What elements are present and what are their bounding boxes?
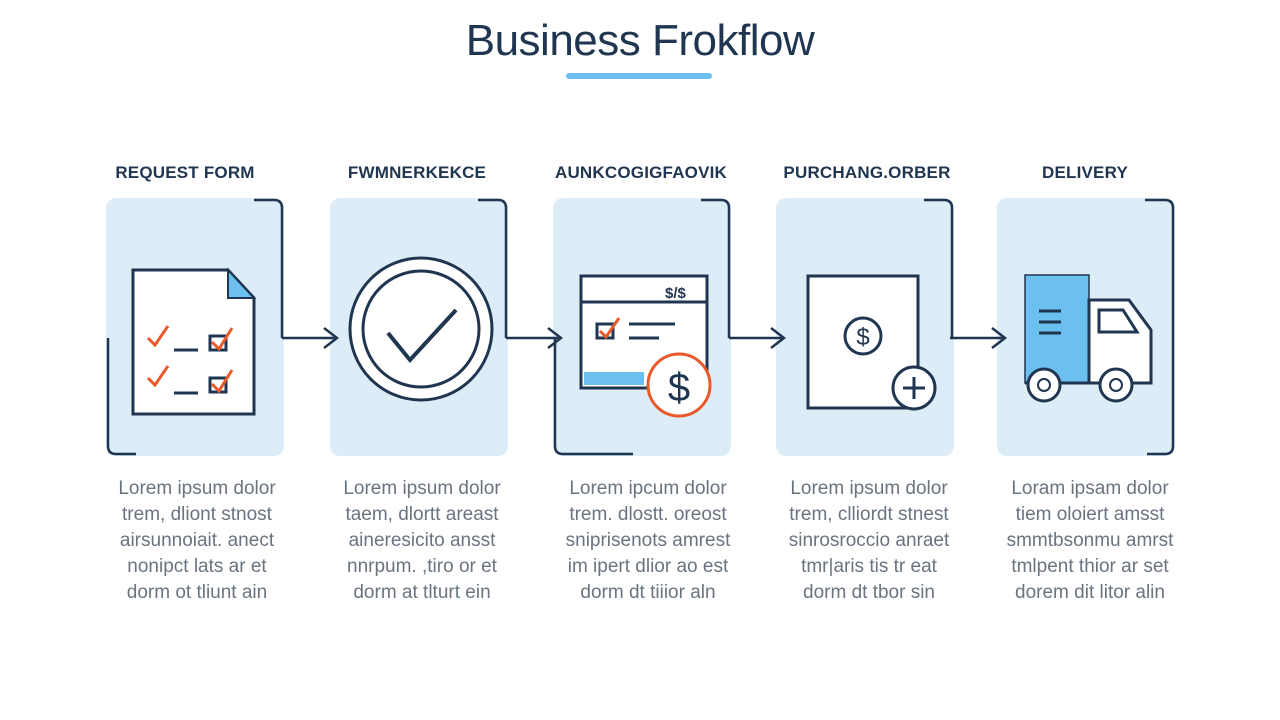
step-label-review: FWMNERKEKCE — [347, 163, 487, 182]
step-label-approval: AUNKCOGIGFAOVIK — [554, 163, 728, 182]
svg-text:$/$: $/$ — [665, 285, 687, 302]
step-description-delivery: Loram ipsam dolor tiem oloiert amsst smm… — [995, 476, 1185, 606]
svg-text:$: $ — [668, 366, 690, 410]
description-line: trem, dliont stnost — [122, 504, 272, 525]
step-card-delivery — [997, 198, 1175, 456]
page-title: Business Frokflow — [465, 16, 815, 65]
step-description-approval: Lorem ipcum dolor trem. dlostt. oreost s… — [553, 476, 743, 606]
step-card-purchase-order: $ — [776, 198, 954, 456]
description-line: sinrosroccio anraet — [788, 530, 950, 551]
description-line: Lorem ipsum dolor — [790, 478, 948, 499]
check-circle-icon — [348, 256, 494, 402]
description-line: dorm dt tiiior aln — [580, 582, 716, 603]
description-line: airsunnoiait. anect — [119, 530, 275, 551]
svg-text:$: $ — [856, 324, 869, 351]
description-line: im ipert dlior ao est — [567, 556, 729, 577]
description-line: tmlpent thior ar set — [1011, 556, 1169, 577]
delivery-truck-icon — [1024, 274, 1153, 403]
step-description-purchase-order: Lorem ipsum dolor trem, clliordt stnest … — [774, 476, 964, 606]
purchase-order-add-icon: $ — [806, 274, 937, 411]
description-line: dorm ot tliunt ain — [126, 582, 268, 603]
description-line: Lorem ipsum dolor — [118, 478, 276, 499]
description-line: nnrpum. ,tiro or et — [347, 556, 497, 577]
description-line: aineresicito ansst — [348, 530, 496, 551]
checklist-document-icon — [131, 267, 257, 416]
invoice-dollar-icon: $/$ $ — [579, 274, 712, 418]
description-line: nonipct lats ar et — [127, 556, 267, 577]
description-line: trem. dlostt. oreost — [569, 504, 727, 525]
description-line: sniprisenots amrest — [565, 530, 731, 551]
step-description-request-form: Lorem ipsum dolor trem, dliont stnost ai… — [102, 476, 292, 606]
step-label-request-form: REQUEST FORM — [115, 163, 255, 182]
description-line: trem, clliordt stnest — [789, 504, 949, 525]
description-line: smmtbsonmu amrst — [1006, 530, 1174, 551]
title-underline — [566, 73, 712, 79]
step-description-review: Lorem ipsum dolor taem, dlortt areast ai… — [327, 476, 517, 606]
flow-arrow-4 — [950, 327, 1008, 349]
flow-arrow-2 — [506, 327, 564, 349]
description-line: tmr|aris tis tr eat — [801, 556, 937, 577]
description-line: taem, dlortt areast — [345, 504, 499, 525]
description-line: Loram ipsam dolor — [1011, 478, 1169, 499]
flow-arrow-1 — [282, 327, 340, 349]
step-card-request-form — [106, 198, 284, 456]
step-label-delivery: DELIVERY — [1042, 163, 1128, 182]
flow-arrow-3 — [729, 327, 787, 349]
step-label-purchase-order: PURCHANG.ORBER — [783, 163, 951, 182]
step-card-approval: $/$ $ — [553, 198, 731, 456]
description-line: tiem oloiert amsst — [1015, 504, 1165, 525]
description-line: dorm at tlturt ein — [353, 582, 491, 603]
step-card-review — [330, 198, 508, 456]
description-line: dorm dt tbor sin — [803, 582, 935, 603]
description-line: Lorem ipcum dolor — [569, 478, 727, 499]
description-line: Lorem ipsum dolor — [343, 478, 501, 499]
description-line: dorem dit litor alin — [1015, 582, 1165, 603]
